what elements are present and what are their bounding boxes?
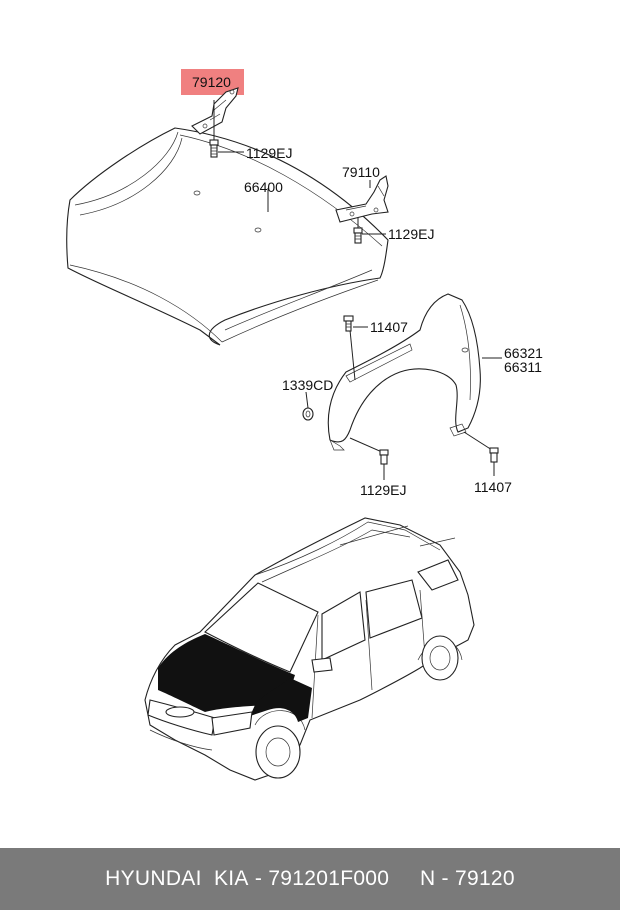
bolt-hinge-left[interactable]	[209, 139, 219, 158]
label-1129ej-right: 1129EJ	[388, 226, 434, 242]
footer-ref-prefix: N -	[419, 867, 455, 890]
footer-part-number: 791201F000	[268, 867, 390, 890]
footer-part-bar: HYUNDAI KIA - 791201F000 N - 79120	[0, 848, 620, 910]
parts-diagram: 79120 1129EJ 66400 79110 1129EJ 11407 66…	[66, 69, 543, 781]
footer-gap	[389, 867, 420, 891]
bolt-hinge-right[interactable]	[353, 227, 363, 244]
footer-brand: HYUNDAI KIA	[105, 867, 249, 890]
bolt-fender-rear[interactable]	[489, 447, 499, 463]
label-66311: 66311	[504, 359, 542, 375]
label-1339cd: 1339CD	[282, 377, 333, 393]
footer-ref-number: 79120	[454, 867, 515, 890]
hood-panel[interactable]	[66, 127, 389, 346]
label-66400: 66400	[244, 179, 283, 195]
clip-1339cd[interactable]	[302, 407, 314, 421]
hood-hinge-left[interactable]	[191, 87, 239, 135]
hood-hinge-right[interactable]	[335, 175, 389, 223]
label-66321: 66321	[504, 345, 543, 361]
bolt-fender-top[interactable]	[343, 315, 354, 332]
label-11407-rear: 11407	[474, 479, 512, 495]
label-11407-top: 11407	[370, 319, 408, 335]
label-1129ej-left: 1129EJ	[246, 145, 292, 161]
label-1129ej-bottom: 1129EJ	[360, 482, 406, 498]
label-79110: 79110	[342, 164, 380, 180]
front-fender[interactable]	[327, 293, 481, 451]
vehicle-illustration	[144, 517, 475, 781]
label-79120: 79120	[192, 74, 231, 90]
footer-separator: -	[248, 867, 269, 890]
bolt-fender-bottom[interactable]	[379, 449, 389, 465]
